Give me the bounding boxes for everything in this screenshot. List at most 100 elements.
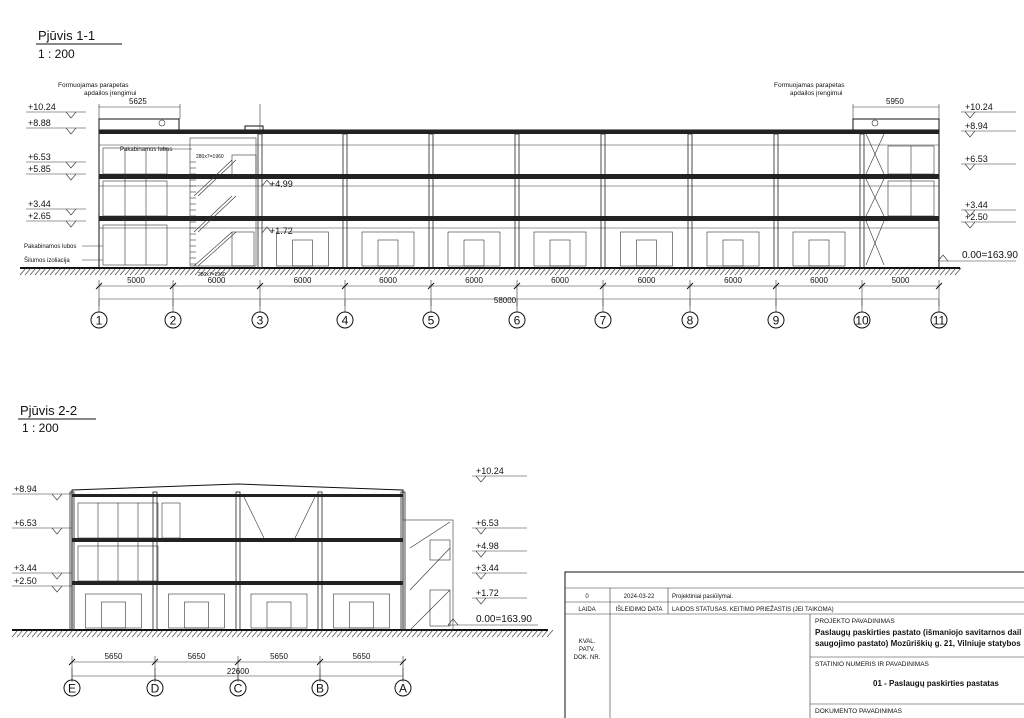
dimension-label: 5650 <box>188 652 206 661</box>
svg-text:+8.94: +8.94 <box>965 121 988 131</box>
column <box>152 491 158 631</box>
stair-section-1 <box>189 137 257 267</box>
axis-bubble: 1 <box>90 311 108 329</box>
column <box>687 133 693 269</box>
section-1-title: Pjūvis 1-1 <box>38 28 95 43</box>
level-marker: +1.72 <box>472 588 527 605</box>
columns-2 <box>69 491 406 631</box>
door-opening <box>706 231 760 267</box>
ground-floor-doors-1 <box>276 231 846 267</box>
parapet-note-right-1: Formuojamas parapetas <box>774 82 845 89</box>
dimension-label: 6000 <box>465 276 483 285</box>
label-kval: KVAL. <box>579 639 596 645</box>
svg-text:2: 2 <box>170 314 177 328</box>
section-1-1: Pjūvis 1-1 1 : 200 <box>19 28 1018 329</box>
dimension-label: 6000 <box>810 276 828 285</box>
levels-right-1: +10.24 +8.94 +6.53 +3.44 +2.50 <box>961 102 1016 229</box>
level-marker: +6.53 <box>12 518 72 535</box>
building-name: 01 - Paslaugų paskirties pastatas <box>873 679 999 688</box>
svg-text:+1.72: +1.72 <box>270 226 293 236</box>
svg-text:D: D <box>151 682 160 696</box>
svg-text:+5.85: +5.85 <box>28 164 51 174</box>
level-marker: +6.53 <box>961 154 1016 171</box>
svg-text:+3.44: +3.44 <box>28 199 51 209</box>
level-marker: +4.98 <box>472 541 527 558</box>
axis-bubble: E <box>63 679 81 697</box>
axis-bubble: 9 <box>767 311 785 329</box>
level-marker: +6.53 <box>26 152 86 169</box>
section-2-scale: 1 : 200 <box>22 421 59 435</box>
svg-text:B: B <box>316 682 324 696</box>
ground-hatch-2 <box>11 629 554 638</box>
svg-text:4: 4 <box>342 314 349 328</box>
axis-bubble: D <box>146 679 164 697</box>
level-marker: +10.24 <box>961 102 1016 119</box>
axis-bubble: 5 <box>422 311 440 329</box>
section-2-title: Pjūvis 2-2 <box>20 403 77 418</box>
axis-bubble: 6 <box>508 311 526 329</box>
level-marker: +5.85 <box>26 164 86 181</box>
axis-bubble: 11 <box>930 311 948 329</box>
axis-bubble: 4 <box>336 311 354 329</box>
columns-1 <box>257 133 865 269</box>
level-marker: +2.65 <box>26 211 86 228</box>
svg-text:+6.53: +6.53 <box>965 154 988 164</box>
dimension-label: 5650 <box>105 652 123 661</box>
level-marker: +2.50 <box>961 212 1016 229</box>
axis-bubble: C <box>229 679 247 697</box>
ground-hatch-1 <box>19 267 962 276</box>
svg-text:E: E <box>68 682 76 696</box>
column <box>514 133 520 269</box>
stair-note-bottom: 280x7=1960 <box>198 272 226 278</box>
document-heading: DOKUMENTO PAVADINIMAS <box>815 708 903 715</box>
dimension-label: 5000 <box>127 276 145 285</box>
stair-level-marker-2: +1.72 <box>261 226 293 236</box>
door-opening <box>447 231 501 267</box>
note-suspended-ceiling-top: Pakabinamos lubos <box>120 147 172 153</box>
level-marker: +8.88 <box>26 118 86 135</box>
level-marker: +3.44 <box>961 200 1016 217</box>
svg-text:5: 5 <box>428 314 435 328</box>
parapet-width-left: 5625 <box>129 97 147 106</box>
level-marker: +10.24 <box>26 102 86 119</box>
svg-text:10: 10 <box>855 314 869 328</box>
column <box>235 491 241 631</box>
note-thermal-insulation: Šilumos izoliacija <box>24 257 70 264</box>
levels-right-2: +10.24+6.53+4.98+3.44+1.72 <box>472 466 527 605</box>
project-heading: PROJEKTO PAVADINIMAS <box>815 618 895 625</box>
levels-left-1: +10.24+8.88 +6.53+5.85 +3.44 +2.65 <box>26 102 86 228</box>
svg-text:+3.44: +3.44 <box>965 200 988 210</box>
svg-text:+2.65: +2.65 <box>28 211 51 221</box>
svg-text:9: 9 <box>773 314 780 328</box>
column <box>600 133 606 269</box>
axis-bubble: 2 <box>164 311 182 329</box>
levels-left-2: +8.94+6.53+3.44+2.50 <box>12 484 72 593</box>
level-marker: +8.94 <box>12 484 72 501</box>
rev-number: 0 <box>585 594 589 600</box>
door-opening <box>620 231 673 267</box>
dimension-label: 6000 <box>724 276 742 285</box>
axis-bubble: 7 <box>594 311 612 329</box>
stair-section-2 <box>402 519 454 631</box>
title-block: 0 2024-03-22 Projektiniai pasiūlymai. LA… <box>564 571 1024 718</box>
ground-level-2: 0.00=163.90 <box>476 614 532 625</box>
parapet-note-right-2: apdailos įrengimui <box>790 90 842 97</box>
right-bracing <box>865 133 935 266</box>
building-outline-2 <box>71 483 404 631</box>
svg-text:+1.72: +1.72 <box>476 588 499 598</box>
svg-text:7: 7 <box>600 314 607 328</box>
axis-bubble: 3 <box>251 311 269 329</box>
svg-text:+4.98: +4.98 <box>476 541 499 551</box>
header-status: LAIDOS STATUSAS. KEITIMO PRIEŽASTIS (JEI… <box>672 605 834 613</box>
stair-level-marker-1: +4.99 <box>261 179 293 189</box>
svg-text:+8.94: +8.94 <box>14 484 37 494</box>
svg-text:+6.53: +6.53 <box>14 518 37 528</box>
column <box>859 133 865 269</box>
stair-note-top: 280x7=1960 <box>196 154 224 160</box>
svg-text:+3.44: +3.44 <box>14 563 37 573</box>
column <box>428 133 434 269</box>
ground-level-1: 0.00=163.90 <box>962 250 1018 261</box>
